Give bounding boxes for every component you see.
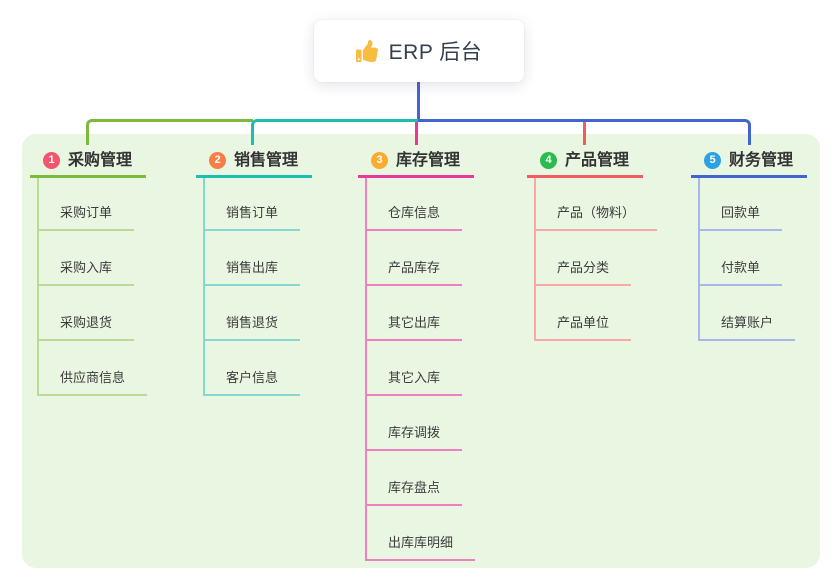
branch-item[interactable]: 出库库明细 <box>367 506 476 561</box>
connector-branch-3 <box>415 122 418 145</box>
branch-number-badge: 5 <box>704 152 721 169</box>
branch-item-label: 客户信息 <box>226 369 279 385</box>
branch-item[interactable]: 供应商信息 <box>39 341 148 396</box>
branch-item-label: 出库库明细 <box>388 534 454 550</box>
branch-item-label: 其它入库 <box>388 369 441 385</box>
branch-item[interactable]: 库存盘点 <box>367 451 463 506</box>
branch-title: 销售管理 <box>234 151 299 169</box>
branch-item-label: 采购退货 <box>60 314 113 330</box>
branch-item[interactable]: 客户信息 <box>205 341 301 396</box>
branch-item[interactable]: 采购退货 <box>39 286 135 341</box>
connector-root-line <box>417 80 420 122</box>
branch-items: 回款单 付款单 结算账户 <box>698 177 796 341</box>
branch-item-label: 销售出库 <box>226 259 279 275</box>
thumbs-up-icon <box>355 40 378 62</box>
branch-item-label: 采购入库 <box>60 259 113 275</box>
branch-item[interactable]: 库存调拨 <box>367 396 463 451</box>
branch-item[interactable]: 销售退货 <box>205 286 301 341</box>
branch-item-label: 付款单 <box>721 259 761 275</box>
branch-item-label: 产品单位 <box>557 314 610 330</box>
branch-header[interactable]: 3 库存管理 <box>358 151 475 178</box>
connector-branch-1 <box>86 119 253 145</box>
branch-item[interactable]: 其它出库 <box>367 286 463 341</box>
branch-header[interactable]: 2 销售管理 <box>196 151 313 178</box>
branch-title: 财务管理 <box>729 151 794 169</box>
branch-item[interactable]: 产品库存 <box>367 231 463 286</box>
branch-items: 销售订单 销售出库 销售退货 客户信息 <box>203 177 301 396</box>
branches-panel <box>22 134 820 568</box>
branch-item[interactable]: 产品分类 <box>536 231 632 286</box>
branch-item[interactable]: 产品单位 <box>536 286 632 341</box>
branch-title: 采购管理 <box>68 151 133 169</box>
branch-item[interactable]: 回款单 <box>700 178 783 231</box>
branch-item-label: 销售退货 <box>226 314 279 330</box>
branch-title: 库存管理 <box>396 151 461 169</box>
branch-number-badge: 2 <box>209 152 226 169</box>
connector-branch-2 <box>251 119 418 145</box>
branch-item-label: 结算账户 <box>721 314 774 330</box>
branch-number-badge: 1 <box>43 152 60 169</box>
branch-item-label: 产品分类 <box>557 259 610 275</box>
branch-item[interactable]: 销售出库 <box>205 231 301 286</box>
branch-item-label: 仓库信息 <box>388 204 441 220</box>
branch-sales: 2 销售管理 销售订单 销售出库 销售退货 客户信息 <box>196 150 313 396</box>
root-node[interactable]: ERP 后台 <box>314 20 524 82</box>
branch-item-label: 产品库存 <box>388 259 441 275</box>
branch-header[interactable]: 5 财务管理 <box>691 151 808 178</box>
branch-inventory: 3 库存管理 仓库信息 产品库存 其它出库 其它入库 <box>358 150 476 561</box>
branch-items: 采购订单 采购入库 采购退货 供应商信息 <box>37 177 148 396</box>
branch-procurement: 1 采购管理 采购订单 采购入库 采购退货 供应商信息 <box>30 150 148 396</box>
branch-item[interactable]: 产品（物料） <box>536 178 658 231</box>
branch-item[interactable]: 仓库信息 <box>367 178 463 231</box>
branch-item-label: 销售订单 <box>226 204 279 220</box>
connector-branch-4 <box>583 122 586 145</box>
root-label: ERP 后台 <box>388 41 483 64</box>
branch-title: 产品管理 <box>565 151 630 169</box>
branch-item-label: 库存盘点 <box>388 479 441 495</box>
branch-item[interactable]: 采购入库 <box>39 231 135 286</box>
branch-items: 仓库信息 产品库存 其它出库 其它入库 库存调拨 <box>365 177 476 561</box>
branch-item[interactable]: 其它入库 <box>367 341 463 396</box>
branch-item-label: 产品（物料） <box>557 204 636 220</box>
branch-number-badge: 3 <box>371 152 388 169</box>
branch-item-label: 供应商信息 <box>60 369 126 385</box>
branch-item-label: 回款单 <box>721 204 761 220</box>
branch-header[interactable]: 1 采购管理 <box>30 151 147 178</box>
branch-number-badge: 4 <box>540 152 557 169</box>
branch-item[interactable]: 结算账户 <box>700 286 796 341</box>
branch-item[interactable]: 销售订单 <box>205 178 301 231</box>
branch-item[interactable]: 采购订单 <box>39 178 135 231</box>
branch-item-label: 采购订单 <box>60 204 113 220</box>
branch-item[interactable]: 付款单 <box>700 231 783 286</box>
branch-item-label: 其它出库 <box>388 314 441 330</box>
branch-header[interactable]: 4 产品管理 <box>527 151 644 178</box>
branch-product: 4 产品管理 产品（物料） 产品分类 产品单位 <box>527 150 658 341</box>
connector-branch-5 <box>418 119 751 145</box>
branch-items: 产品（物料） 产品分类 产品单位 <box>534 177 658 341</box>
branch-finance: 5 财务管理 回款单 付款单 结算账户 <box>691 150 808 341</box>
branch-item-label: 库存调拨 <box>388 424 441 440</box>
